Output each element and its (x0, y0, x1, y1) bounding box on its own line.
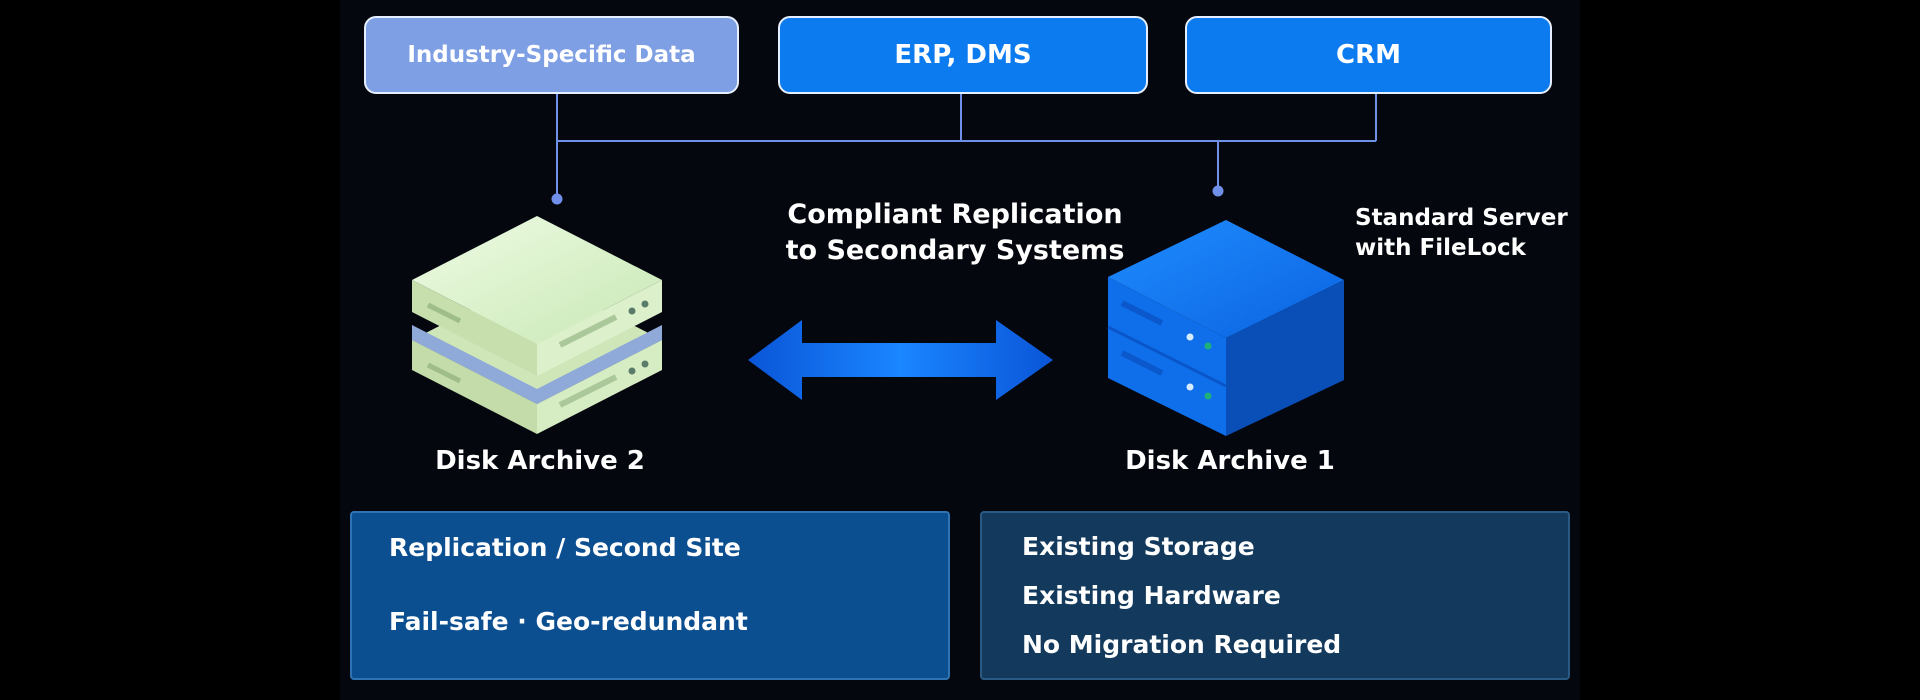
connector-dot-archive2 (551, 193, 563, 205)
server-label-line1: Standard Server (1355, 205, 1568, 231)
disk-archive-1-label: Disk Archive 1 (1125, 446, 1335, 476)
source-erp-dms: ERP, DMS (778, 16, 1148, 94)
replication-label-line1: Compliant Replication (787, 199, 1123, 230)
source-industry-specific-data: Industry-Specific Data (364, 16, 739, 94)
source-label: CRM (1336, 40, 1401, 70)
disk-archive-1-icon (1107, 220, 1344, 436)
replication-label-line2: to Secondary Systems (785, 235, 1125, 266)
replication-info-title: Replication / Second Site (389, 533, 741, 562)
replication-double-arrow (748, 320, 1053, 400)
disk-archive-2-label: Disk Archive 2 (435, 446, 645, 476)
replication-info-box: Replication / Second Site Fail-safe · Ge… (350, 511, 950, 680)
existing-item: Existing Storage (1022, 532, 1255, 561)
connector-dot-archive1 (1212, 185, 1224, 197)
server-label-line2: with FileLock (1355, 235, 1526, 261)
replication-label: Compliant Replication to Secondary Syste… (780, 197, 1130, 269)
replication-info-subtitle: Fail-safe · Geo-redundant (389, 607, 748, 636)
existing-item: Existing Hardware (1022, 581, 1281, 610)
server-label: Standard Server with FileLock (1355, 203, 1595, 263)
disk-archive-2-icon (412, 216, 662, 434)
source-label: Industry-Specific Data (407, 42, 696, 68)
source-crm: CRM (1185, 16, 1552, 94)
existing-item: No Migration Required (1022, 630, 1342, 659)
source-label: ERP, DMS (894, 40, 1032, 70)
existing-infrastructure-box: Existing Storage Existing Hardware No Mi… (980, 511, 1570, 680)
